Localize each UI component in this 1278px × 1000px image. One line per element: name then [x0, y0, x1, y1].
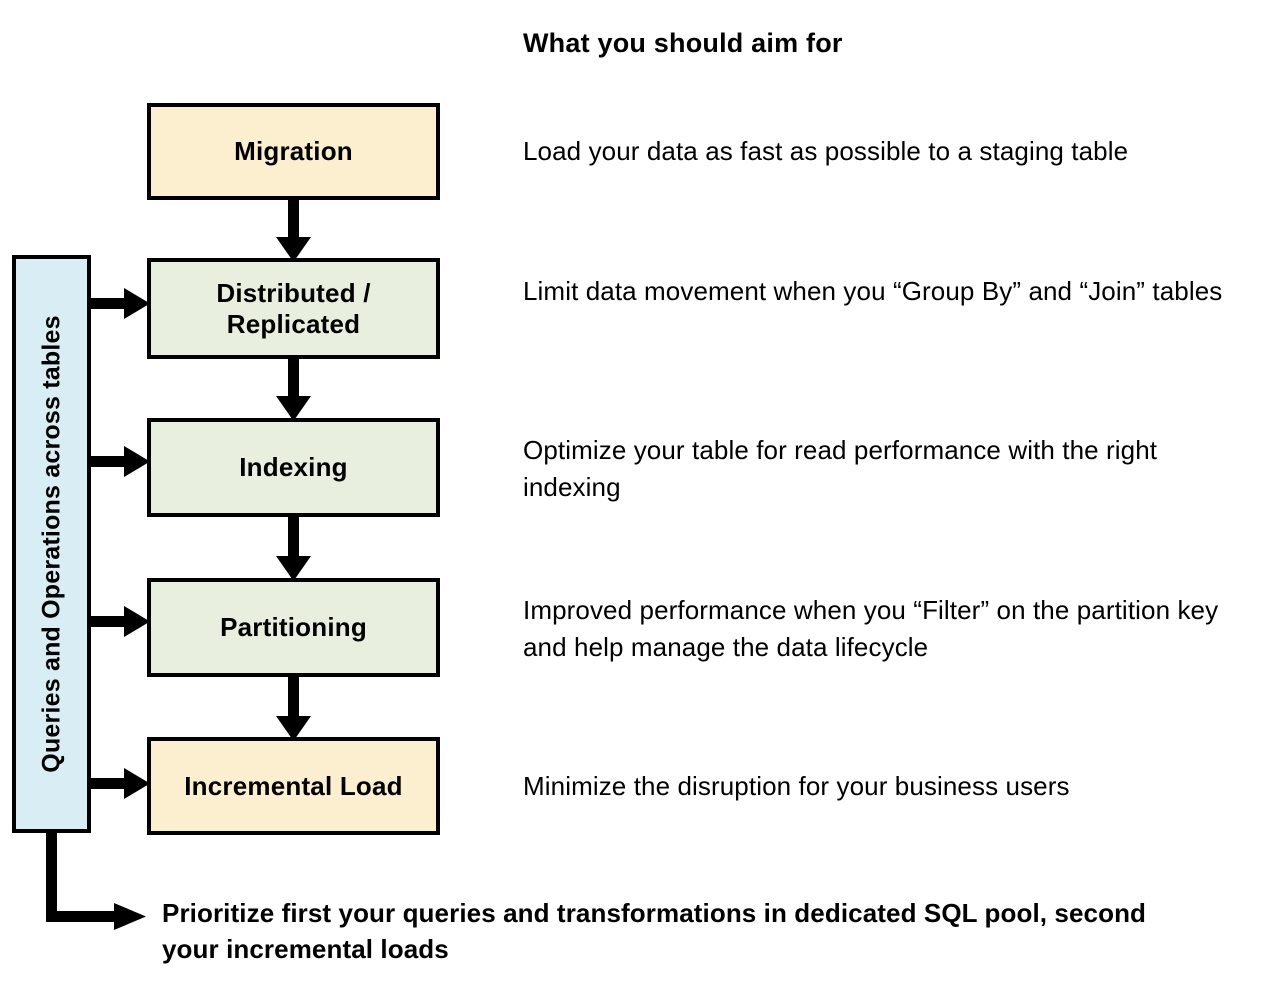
- description-migration: Load your data as fast as possible to a …: [523, 136, 1129, 166]
- process-box-incremental-load[interactable]: Incremental Load: [147, 737, 440, 835]
- description-distributed-replicated: Limit data movement when you “Group By” …: [523, 276, 1223, 306]
- arrow-down-indexing-to-partitioning: [276, 516, 311, 581]
- process-box-incremental-load-label: Incremental Load: [184, 770, 403, 801]
- arrow-down-distributed-to-indexing: [276, 358, 311, 421]
- arrow-right-to-indexing: [91, 446, 150, 477]
- process-box-migration-label: Migration: [234, 136, 353, 167]
- process-box-migration[interactable]: Migration: [147, 103, 440, 200]
- process-box-indexing[interactable]: Indexing: [147, 418, 440, 517]
- arrow-down-migration-to-distributed: [276, 199, 311, 262]
- description-partitioning: Improved performance when you “Filter” o…: [523, 595, 1219, 662]
- process-box-partitioning-label: Partitioning: [220, 612, 367, 643]
- description-indexing: Optimize your table for read performance…: [523, 435, 1158, 502]
- process-box-partitioning[interactable]: Partitioning: [147, 578, 440, 677]
- side-bar-label: Queries and Operations across tables: [37, 315, 65, 773]
- label-line-2: Replicated: [226, 308, 361, 339]
- description-incremental-load: Minimize the disruption for your busines…: [523, 771, 1070, 801]
- process-box-indexing-label: Indexing: [239, 452, 348, 483]
- arrow-elbow-to-footnote: [46, 832, 146, 930]
- label-line-1: Distributed /: [216, 277, 371, 308]
- arrow-right-to-partitioning: [91, 606, 150, 637]
- arrow-down-partitioning-to-incremental-load: [276, 676, 311, 741]
- footnote-text: Prioritize first your queries and transf…: [162, 898, 1147, 965]
- process-box-distributed-replicated[interactable]: Distributed / Replicated: [147, 258, 440, 359]
- arrow-right-to-incremental-load: [91, 768, 150, 799]
- side-bar-queries-operations[interactable]: Queries and Operations across tables: [12, 255, 91, 833]
- process-box-distributed-replicated-label: Distributed / Replicated: [216, 278, 370, 339]
- page-title: What you should aim for: [523, 28, 843, 58]
- arrow-right-to-distributed: [91, 288, 150, 319]
